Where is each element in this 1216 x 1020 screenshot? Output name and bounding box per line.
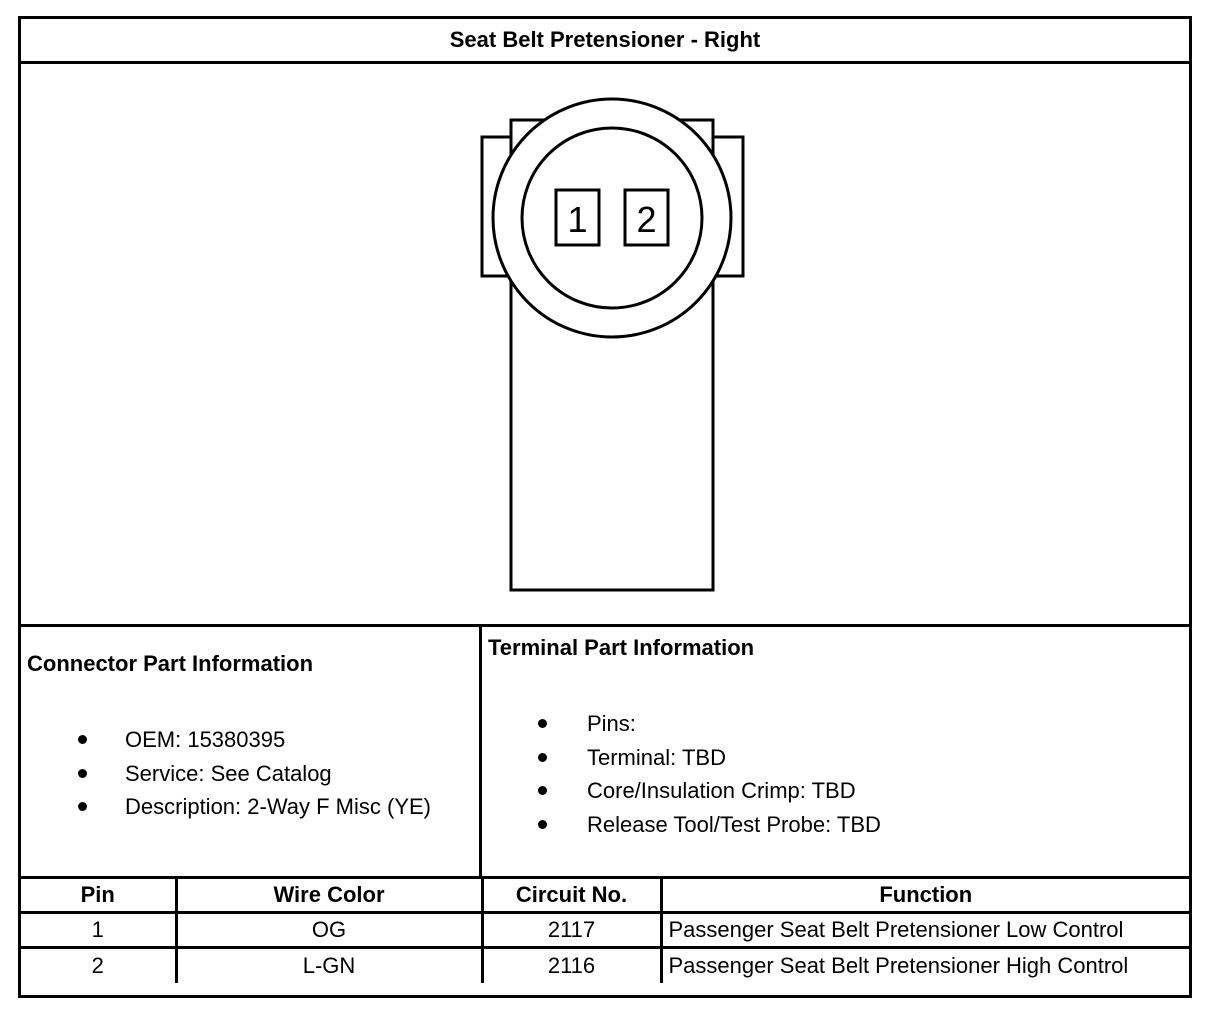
connector-sheet: Seat Belt Pretensioner - Right 1 2 Conne… xyxy=(18,16,1192,998)
pin-cavity-2 xyxy=(623,188,670,247)
connector-inner-ring xyxy=(520,126,704,310)
bullet-icon xyxy=(78,802,87,811)
connector-drawing: 1 2 xyxy=(480,97,745,592)
pin-cavity-1 xyxy=(554,188,601,247)
cell-function: Passenger Seat Belt Pretensioner High Co… xyxy=(659,946,1189,983)
column-header-function: Function xyxy=(659,876,1189,914)
cell-pin: 2 xyxy=(21,946,178,983)
bullet-icon xyxy=(78,735,87,744)
bullet-icon xyxy=(538,752,547,762)
pin-label-1: 1 xyxy=(567,199,587,240)
column-header-circuit: Circuit No. xyxy=(480,876,663,914)
table-row: 2 L-GN 2116 Passenger Seat Belt Pretensi… xyxy=(21,946,1189,983)
pin-table: Pin Wire Color Circuit No. Function 1 OG… xyxy=(21,876,1189,983)
cell-wire-color: OG xyxy=(174,911,484,949)
bullet-icon xyxy=(538,819,547,829)
pin-label-2: 2 xyxy=(636,199,656,240)
cell-function: Passenger Seat Belt Pretensioner Low Con… xyxy=(659,911,1189,949)
terminal-part-info: Terminal Part Information Pins: Terminal… xyxy=(488,635,881,837)
page-title: Seat Belt Pretensioner - Right xyxy=(21,19,1189,64)
connector-part-info: Connector Part Information OEM: 15380395… xyxy=(21,627,482,876)
cell-circuit: 2116 xyxy=(480,946,663,983)
column-header-pin: Pin xyxy=(21,876,178,914)
cell-wire-color: L-GN xyxy=(174,946,484,983)
part-info-row: Connector Part Information OEM: 15380395… xyxy=(21,627,1189,879)
connector-diagram: 1 2 xyxy=(21,64,1189,627)
table-header-row: Pin Wire Color Circuit No. Function xyxy=(21,876,1189,914)
bullet-icon xyxy=(538,719,547,728)
bullet-icon xyxy=(538,786,547,795)
connector-info-heading: Connector Part Information xyxy=(27,651,314,676)
bullet-icon xyxy=(78,768,87,778)
column-header-wire-color: Wire Color xyxy=(174,876,484,914)
cell-pin: 1 xyxy=(21,911,178,949)
cell-circuit: 2117 xyxy=(480,911,663,949)
table-row: 1 OG 2117 Passenger Seat Belt Pretension… xyxy=(21,911,1189,949)
terminal-info-heading: Terminal Part Information xyxy=(488,635,755,660)
